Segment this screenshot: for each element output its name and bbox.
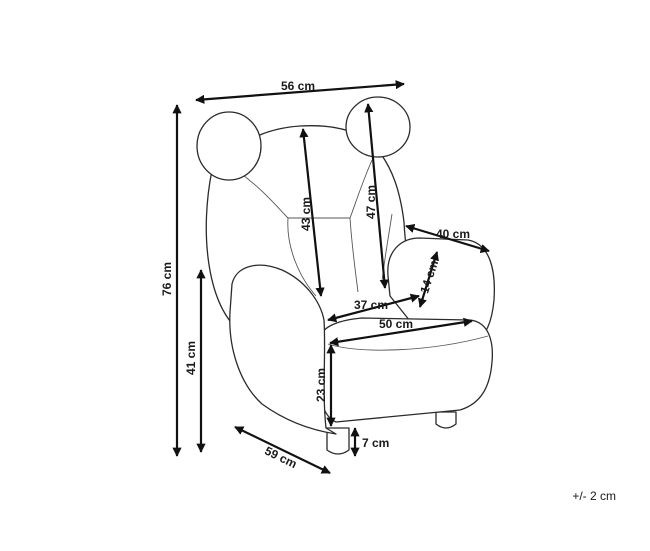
- backrest-height-label: 43 cm: [299, 197, 313, 231]
- dimension-labels: 56 cm 76 cm 41 cm 59 cm 47 cm 43 cm 40 c…: [160, 79, 616, 503]
- width-label: 56 cm: [281, 79, 315, 93]
- seat-cushion-height-label: 23 cm: [314, 368, 328, 402]
- seat-cushion: [319, 317, 494, 423]
- depth-arrow: [234, 426, 331, 474]
- back-leg-right: [435, 411, 457, 429]
- armchair-drawing: [196, 96, 496, 455]
- left-ear-pad: [196, 111, 262, 181]
- armrest-height-arrow: [418, 251, 439, 308]
- seat-height-label: 41 cm: [184, 341, 198, 375]
- seat-width-arrow: [329, 317, 473, 347]
- depth-label: 59 cm: [262, 444, 299, 472]
- backrest-seam-lower-right: [349, 217, 359, 293]
- armrest-width-arrow: [405, 223, 490, 254]
- height-label: 76 cm: [160, 262, 174, 296]
- right-ear-pad: [345, 96, 411, 158]
- armrest-width-label: 40 cm: [436, 227, 470, 241]
- backrest-height-arrow: [299, 128, 325, 297]
- seat-depth-label: 37 cm: [354, 298, 388, 312]
- leg-height-label: 7 cm: [362, 436, 389, 450]
- dimension-arrows: [172, 80, 490, 474]
- width-arrow: [195, 80, 405, 104]
- left-armrest: [229, 264, 337, 435]
- seat-depth-arrow: [327, 293, 420, 323]
- tolerance-note: +/- 2 cm: [572, 489, 616, 503]
- ear-to-seat-arrow: [364, 103, 389, 289]
- seat-width-label: 50 cm: [379, 317, 413, 331]
- ear-to-seat-label: 47 cm: [364, 185, 378, 219]
